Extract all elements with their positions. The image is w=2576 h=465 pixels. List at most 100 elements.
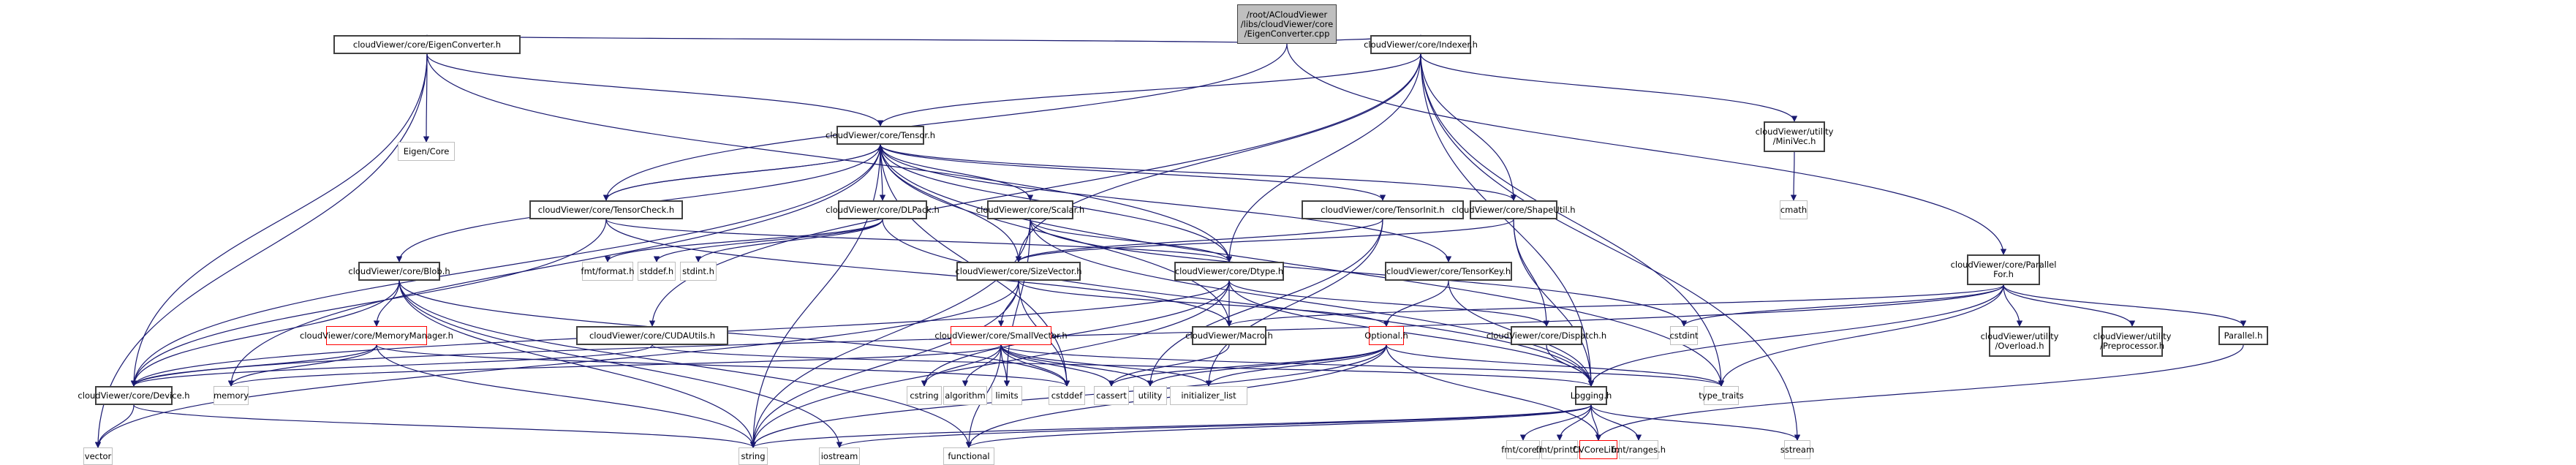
edge-shapeutil-h-to-logging-h — [1513, 219, 1595, 387]
edge-smallvector-h-to-initializer-list — [1000, 344, 1212, 387]
edge-blob-h-to-string — [399, 280, 757, 448]
graph-node-device-h[interactable]: cloudViewer/core/Device.h — [78, 386, 190, 405]
graph-node-stdint-h: stdint.h — [680, 262, 717, 281]
graph-node-eigenconverter-h[interactable]: cloudViewer/core/EigenConverter.h — [333, 35, 521, 54]
graph-node-tensorinit-h[interactable]: cloudViewer/core/TensorInit.h — [1302, 200, 1464, 219]
edge-blob-h-to-cstddef — [399, 280, 1070, 387]
graph-node-initializer-list: initializer_list — [1170, 386, 1247, 405]
edge-logging-h-to-fmt-ranges-h — [1590, 404, 1642, 441]
edge-blob-h-to-iostream — [399, 280, 843, 448]
edge-indexer-h-to-cudautils-h — [649, 53, 1421, 327]
graph-node-cvcorelib-h[interactable]: CVCoreLib.h — [1573, 440, 1624, 459]
edge-scalar-h-to-logging-h — [1030, 219, 1595, 387]
graph-node-vector: vector — [83, 447, 113, 465]
edge-scalar-h-to-cstdint — [1030, 219, 1688, 327]
edge-tensorinit-h-to-sizevector-h — [1015, 219, 1383, 262]
graph-node-smallvector-h[interactable]: cloudViewer/core/SmallVector.h — [934, 326, 1068, 345]
edge-shapeutil-h-to-dispatch-h — [1513, 219, 1550, 327]
graph-node-fmt-format-h: fmt/format.h — [581, 262, 634, 281]
graph-node-blob-h[interactable]: cloudViewer/core/Blob.h — [348, 262, 450, 281]
graph-node-dtype-h[interactable]: cloudViewer/core/Dtype.h — [1174, 262, 1284, 281]
edge-tensorcheck-h-to-dtype-h — [605, 219, 1232, 262]
edge-tensor-h-to-tensorinit-h — [880, 144, 1386, 201]
edge-memorymanager-h-to-memory — [227, 344, 377, 387]
edge-parallelfor-h-to-overload-h — [2003, 284, 2023, 327]
graph-node-tensorkey-h[interactable]: cloudViewer/core/TensorKey.h — [1385, 262, 1512, 281]
graph-node-parallel-h[interactable]: Parallel.h — [2218, 326, 2268, 345]
edge-parallelfor-h-to-logging-h — [1587, 284, 2004, 387]
edge-dtype-h-to-string — [749, 280, 1230, 448]
edge-smallvector-h-to-cassert — [1000, 344, 1115, 387]
edge-indexer-h-to-sstream — [1420, 53, 1801, 441]
edge-smallvector-h-to-utility — [1000, 344, 1154, 387]
edge-macro-h-to-cassert — [1108, 344, 1230, 387]
edge-parallelfor-h-to-cstdint — [1680, 284, 2004, 327]
edge-tensorkey-h-to-optional-h — [1383, 280, 1449, 327]
graph-node-fmt-ranges-h: fmt/ranges.h — [1612, 440, 1666, 459]
edge-root-to-parallelfor-h — [1286, 43, 2007, 255]
edge-parallelfor-h-to-macro-h — [1226, 284, 2004, 327]
graph-node-fmt-printf-h: fmt/printf.h — [1536, 440, 1583, 459]
edge-memorymanager-h-to-device-h — [130, 344, 377, 387]
graph-node-indexer-h[interactable]: cloudViewer/core/Indexer.h — [1364, 35, 1478, 54]
graph-node-type-traits: type_traits — [1699, 386, 1744, 405]
edge-logging-h-to-string — [750, 404, 1592, 448]
graph-node-algorithm: algorithm — [943, 386, 987, 405]
graph-node-preprocessor-h[interactable]: cloudViewer/utility /Preprocessor.h — [2093, 326, 2171, 357]
graph-node-shapeutil-h[interactable]: cloudViewer/core/ShapeUtil.h — [1451, 200, 1576, 219]
graph-node-scalar-h[interactable]: cloudViewer/core/Scalar.h — [976, 200, 1084, 219]
edge-indexer-h-to-dtype-h — [1225, 53, 1421, 262]
edge-dlpack-h-to-stdint-h — [695, 219, 883, 262]
graph-node-tensorcheck-h[interactable]: cloudViewer/core/TensorCheck.h — [529, 200, 683, 219]
graph-node-parallelfor-h[interactable]: cloudViewer/core/Parallel For.h — [1951, 254, 2056, 285]
edge-smallvector-h-to-cstddef — [1000, 344, 1070, 387]
edge-indexer-h-to-tensor-h — [877, 53, 1421, 126]
graph-node-root[interactable]: /root/ACloudViewer /libs/cloudViewer/cor… — [1237, 4, 1337, 44]
edge-parallelfor-h-to-type-traits — [1718, 284, 2004, 387]
edge-blob-h-to-device-h — [130, 280, 400, 387]
edge-tensor-h-to-scalar-h — [880, 144, 1034, 201]
edge-memorymanager-h-to-string — [376, 344, 757, 448]
edge-smallvector-h-to-cstring — [921, 344, 1002, 387]
edge-dispatch-h-to-logging-h — [1546, 344, 1595, 387]
edge-device-h-to-string — [133, 404, 756, 448]
edge-indexer-h-to-shapeutil-h — [1420, 53, 1517, 201]
edge-smallvector-h-to-type-traits — [1000, 344, 1724, 387]
edge-tensor-h-to-tensorkey-h — [880, 144, 1452, 262]
graph-node-cmath: cmath — [1780, 200, 1808, 219]
edge-dtype-h-to-dispatch-h — [1228, 280, 1550, 327]
edge-logging-h-to-iostream — [836, 404, 1592, 448]
edge-tensorinit-h-to-initializer-list — [1205, 219, 1383, 387]
graph-node-memory: memory — [214, 386, 249, 405]
edge-root-to-tensorcheck-h — [603, 43, 1288, 201]
edge-indexer-h-to-logging-h — [1420, 53, 1595, 387]
graph-node-cstring: cstring — [907, 386, 942, 405]
graph-node-memorymanager-h[interactable]: cloudViewer/core/MemoryManager.h — [300, 326, 453, 345]
graph-node-minivec-h[interactable]: cloudViewer/utility /MiniVec.h — [1756, 121, 1833, 152]
graph-node-overload-h[interactable]: cloudViewer/utility /Overload.h — [1981, 326, 2058, 357]
graph-node-logging-h[interactable]: Logging.h — [1571, 386, 1612, 405]
graph-node-tensor-h[interactable]: cloudViewer/core/Tensor.h — [826, 126, 935, 145]
graph-node-sizevector-h[interactable]: cloudViewer/core/SizeVector.h — [955, 262, 1082, 281]
graph-node-optional-h[interactable]: Optional.h — [1364, 326, 1408, 345]
edge-tensor-h-to-shapeutil-h — [880, 144, 1517, 201]
graph-node-eigen-core: Eigen/Core — [398, 142, 455, 161]
graph-node-macro-h[interactable]: cloudViewer/Macro.h — [1185, 326, 1273, 345]
edge-optional-h-to-type-traits — [1386, 344, 1725, 387]
edge-blob-h-to-memorymanager-h — [373, 280, 400, 327]
edge-tensorcheck-h-to-macro-h — [605, 219, 1233, 327]
graph-node-cudautils-h[interactable]: cloudViewer/core/CUDAUtils.h — [576, 326, 728, 345]
graph-node-dlpack-h[interactable]: cloudViewer/core/DLPack.h — [826, 200, 940, 219]
graph-node-functional: functional — [943, 447, 994, 465]
graph-node-iostream: iostream — [819, 447, 860, 465]
edge-parallel-h-to-cvcorelib-h — [1595, 344, 2244, 441]
edge-parallelfor-h-to-parallel-h — [2003, 284, 2247, 327]
edge-optional-h-to-initializer-list — [1205, 344, 1387, 387]
graph-node-dispatch-h[interactable]: cloudViewer/core/Dispatch.h — [1487, 326, 1606, 345]
edge-logging-h-to-sstream — [1590, 404, 1801, 441]
edge-scalar-h-to-limits — [1003, 219, 1031, 387]
edge-dtype-h-to-cstring — [921, 280, 1230, 387]
edge-tensor-h-to-device-h — [130, 144, 881, 387]
edge-optional-h-to-utility — [1147, 344, 1387, 387]
edge-scalar-h-to-string — [749, 219, 1031, 448]
